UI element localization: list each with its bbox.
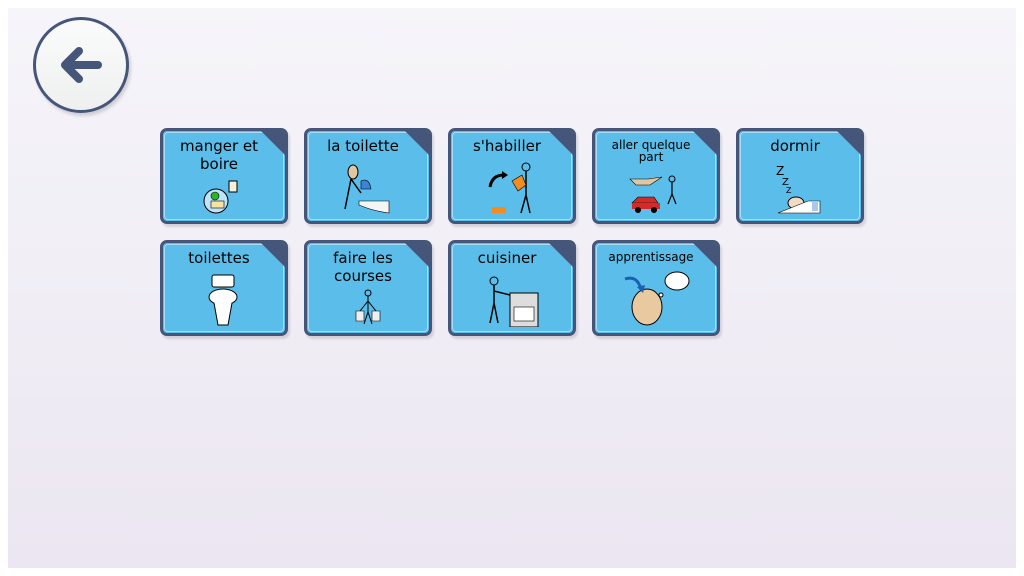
tile-aller-quelque-part[interactable]: aller quelque part <box>592 128 720 224</box>
tile-manger-et-boire[interactable]: manger et boire <box>160 128 288 224</box>
tile-apprentissage[interactable]: apprentissage <box>592 240 720 336</box>
tile-cuisiner[interactable]: cuisiner <box>448 240 576 336</box>
arrow-left-icon <box>61 47 102 83</box>
tile-label: dormir <box>770 137 820 155</box>
tile-label: cuisiner <box>477 249 537 267</box>
washing-icon <box>344 164 390 214</box>
svg-text:Z: Z <box>786 186 792 195</box>
tile-label: la toilette <box>327 137 399 155</box>
tile-label: toilettes <box>188 249 250 267</box>
tile-label: apprentissage <box>608 250 694 264</box>
food-drink-icon <box>203 180 238 214</box>
toilet-icon <box>208 274 238 326</box>
tile-label: faire les courses <box>333 249 393 285</box>
dressing-icon <box>488 162 531 214</box>
tile-label: manger et boire <box>179 137 259 173</box>
svg-text:Z: Z <box>782 177 789 188</box>
tile-label: s'habiller <box>472 137 542 155</box>
tile-la-toilette[interactable]: la toilette <box>304 128 432 224</box>
back-button[interactable] <box>33 17 129 113</box>
tile-s-habiller[interactable]: s'habiller <box>448 128 576 224</box>
go-somewhere-icon <box>629 175 677 213</box>
svg-text:Z: Z <box>776 164 784 178</box>
cooking-icon <box>489 276 539 327</box>
tile-toilettes[interactable]: toilettes <box>160 240 288 336</box>
tile-label: aller quelque part <box>611 138 691 164</box>
shopping-icon <box>355 289 381 325</box>
sleep-icon: ZZZ <box>776 164 821 214</box>
tile-faire-les-courses[interactable]: faire les courses <box>304 240 432 336</box>
learning-icon <box>624 271 690 326</box>
